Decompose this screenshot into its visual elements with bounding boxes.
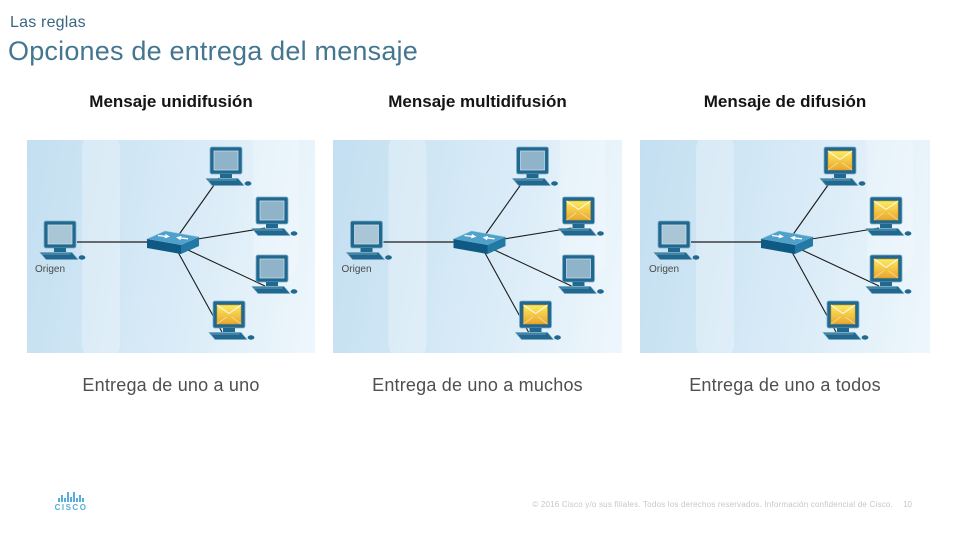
column-header-broadcast: Mensaje de difusión — [703, 92, 867, 111]
copyright-text: © 2016 Cisco y/o sus filiales. Todos los… — [532, 500, 893, 509]
column-header-unicast: Mensaje unidifusión — [89, 92, 253, 111]
page-title: Opciones de entrega del mensaje — [8, 36, 418, 66]
origin-label: Origen — [35, 264, 65, 275]
link-line — [172, 177, 220, 244]
pc-with-message-icon — [557, 196, 604, 236]
diagram-panel-multicast: Origen — [333, 140, 622, 353]
origin-pc-icon — [653, 220, 700, 260]
column-caption-unicast: Entrega de uno a uno — [82, 375, 260, 395]
network-diagram: Origen — [649, 140, 913, 353]
pc-with-message-icon — [865, 196, 912, 236]
column-unicast: Mensaje unidifusión Origen Entrega de un… — [27, 92, 315, 396]
origin-pc-icon — [345, 220, 392, 260]
column-multicast: Mensaje multidifusión Origen Entrega de … — [333, 92, 622, 396]
link-line — [479, 177, 526, 244]
pc-with-message-icon — [819, 146, 866, 186]
pc-icon — [511, 146, 558, 186]
cisco-logo-text: CISCO — [54, 503, 88, 512]
pc-icon — [251, 196, 298, 236]
switch-icon — [145, 230, 201, 254]
network-diagram: Origen — [342, 140, 606, 353]
column-caption-broadcast: Entrega de uno a todos — [689, 375, 881, 395]
switch-icon — [759, 230, 815, 254]
origin-pc-icon — [39, 220, 86, 260]
pc-with-message-icon — [208, 300, 255, 340]
page-number: 10 — [903, 500, 912, 509]
pc-with-message-icon — [822, 300, 869, 340]
origin-label: Origen — [649, 264, 679, 275]
pc-with-message-icon — [514, 300, 561, 340]
panel-decoration — [696, 140, 734, 353]
pc-icon — [557, 254, 604, 294]
cisco-bridge-icon — [58, 492, 84, 502]
diagram-panel-broadcast: Origen — [640, 140, 930, 353]
pc-with-message-icon — [865, 254, 912, 294]
switch-icon — [452, 230, 507, 254]
network-diagram: Origen — [35, 140, 299, 353]
panel-decoration — [82, 140, 120, 353]
column-caption-multicast: Entrega de uno a muchos — [372, 375, 583, 395]
diagram-panel-unicast: Origen — [27, 140, 315, 353]
column-broadcast: Mensaje de difusión Origen Entrega de un… — [640, 92, 930, 396]
column-header-multicast: Mensaje multidifusión — [388, 92, 567, 111]
cisco-logo: CISCO — [48, 492, 94, 512]
slide-subtitle: Las reglas — [10, 14, 86, 31]
pc-icon — [251, 254, 298, 294]
panel-decoration — [388, 140, 427, 353]
origin-label: Origen — [342, 264, 372, 275]
pc-icon — [205, 146, 252, 186]
link-line — [786, 177, 834, 244]
